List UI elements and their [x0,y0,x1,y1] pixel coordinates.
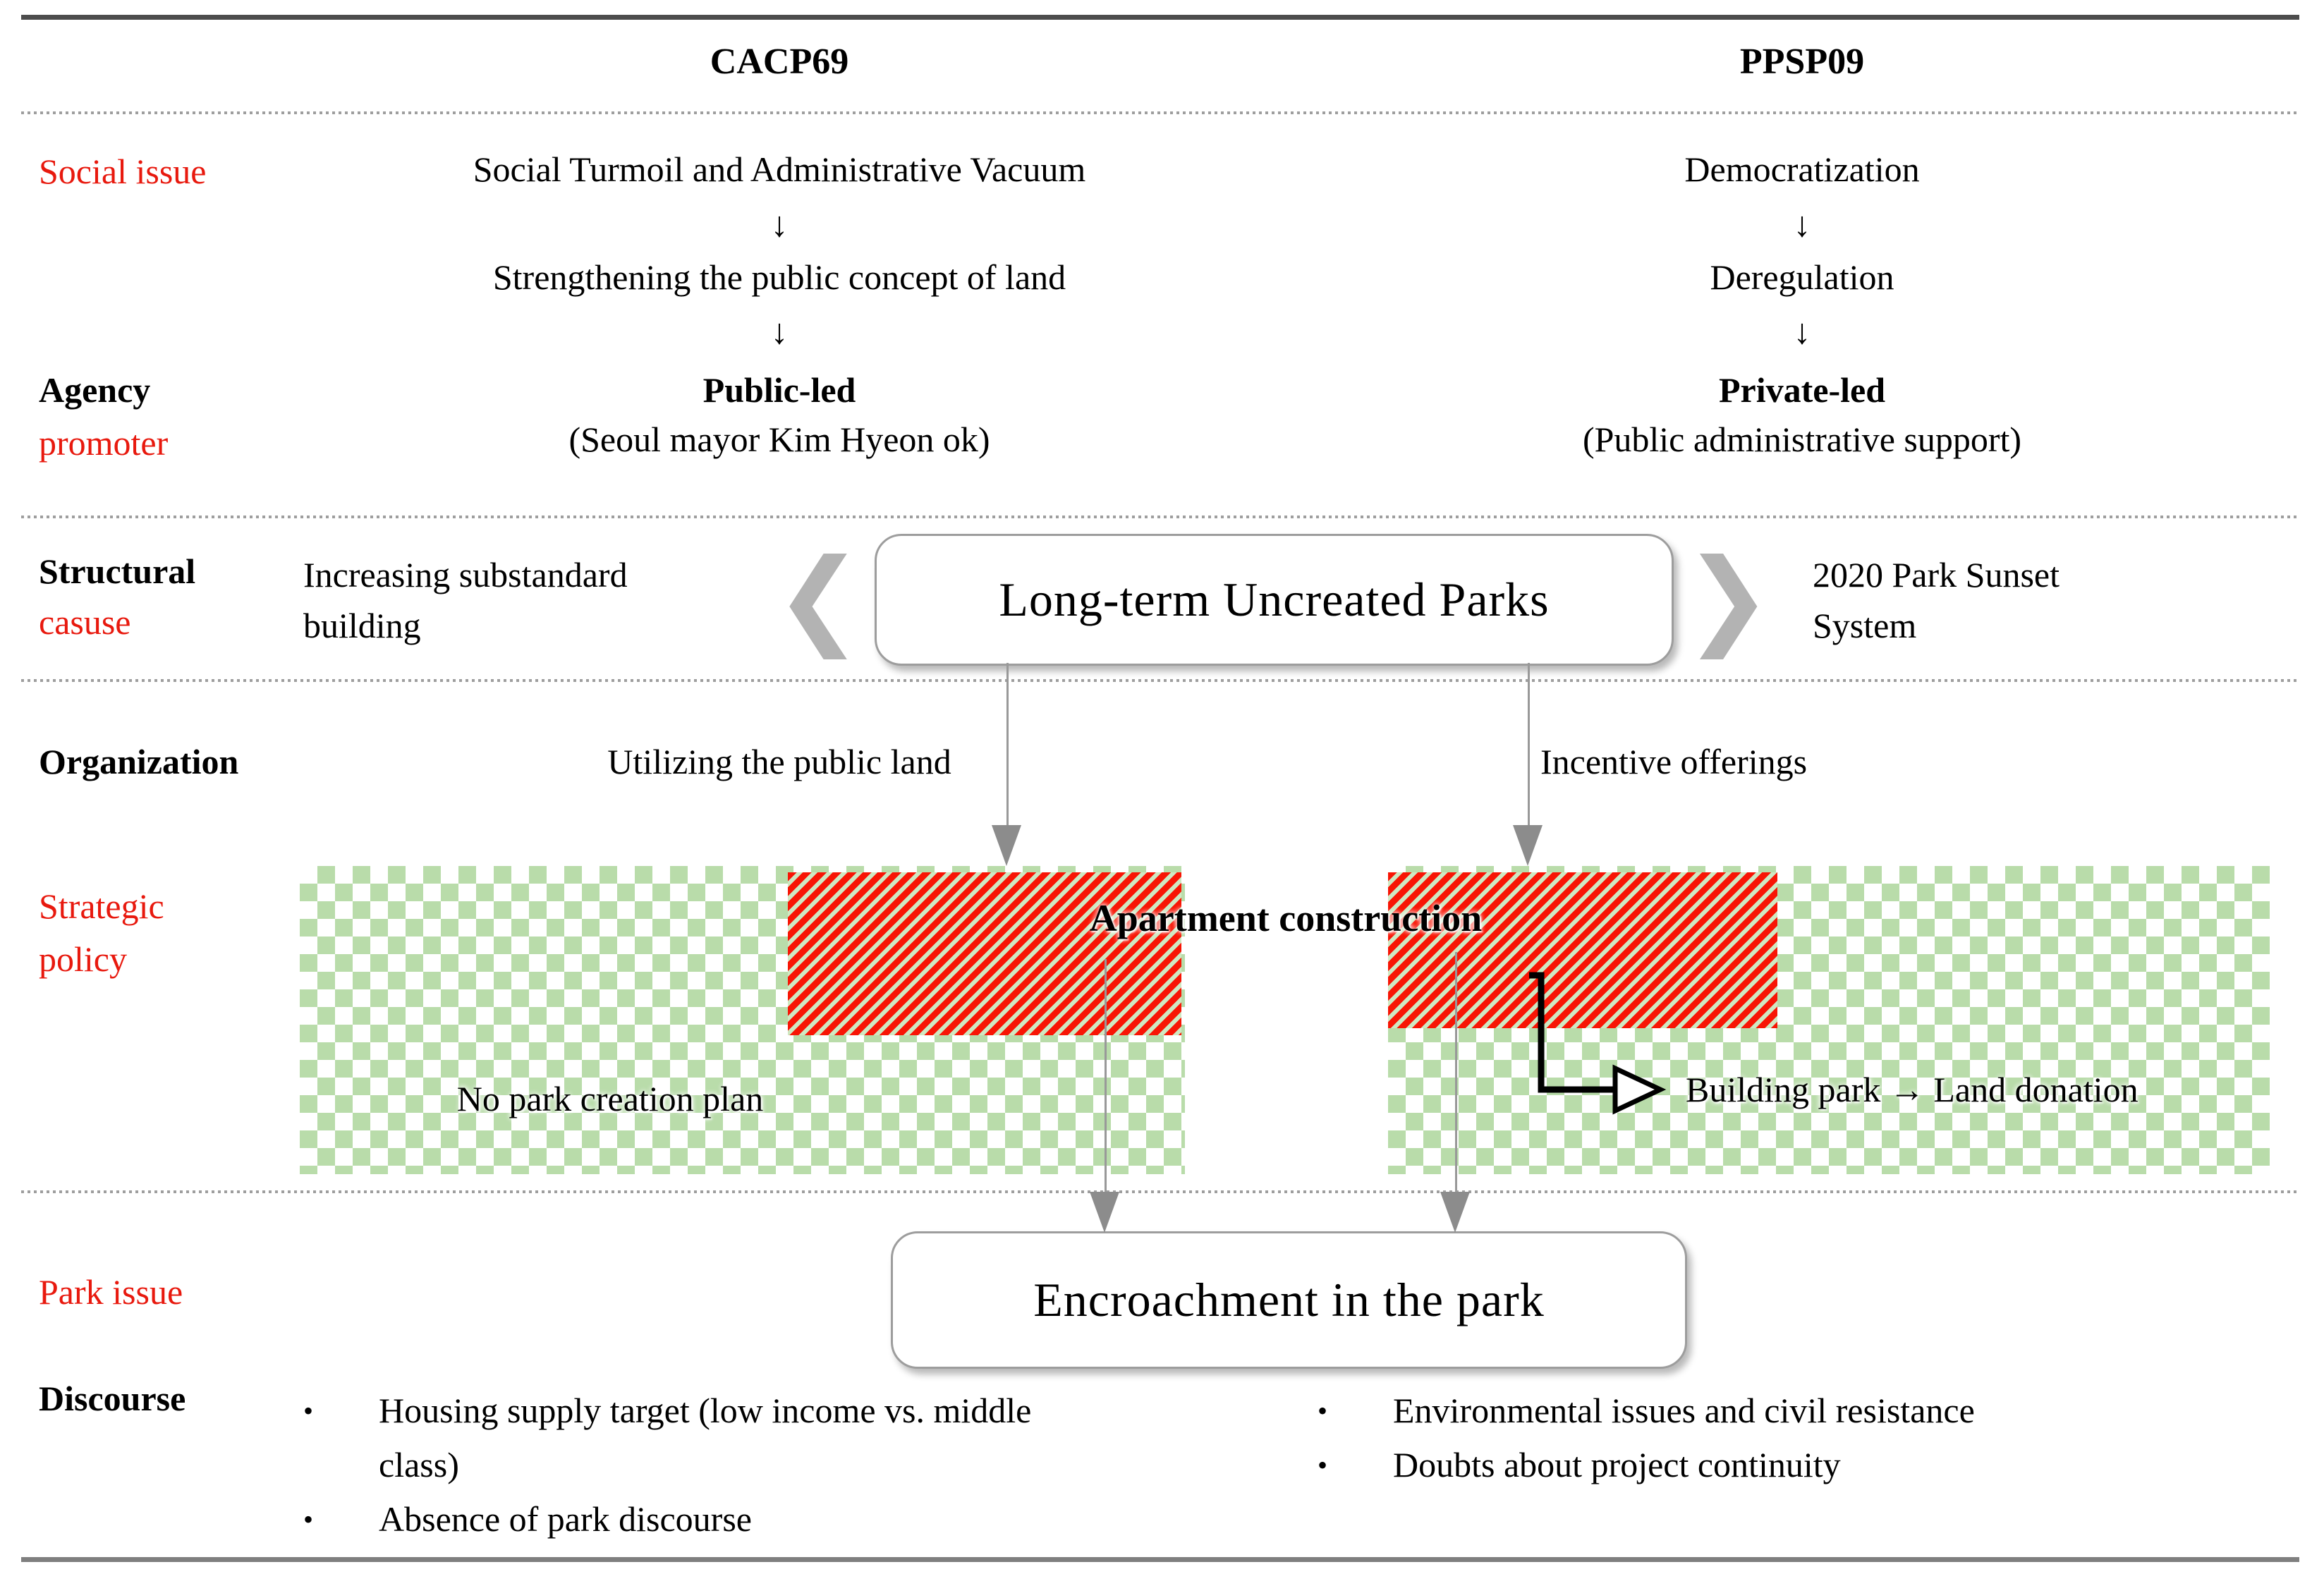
list-item: • Absence of park discourse [303,1492,1206,1547]
encroachment-box-text: Encroachment in the park [1033,1273,1545,1326]
arrowhead-down-icon [1090,1192,1119,1233]
agency-right-title: Private-led [1718,370,1885,410]
left-apartment-hatch-box [788,872,1181,1035]
down-arrow-icon: ↓ [1793,312,1811,351]
top-rule [21,15,2299,20]
arrowhead-down-icon [1513,825,1543,866]
separator-dotted-2 [21,516,2299,518]
agency-left-subtitle: (Seoul mayor Kim Hyeon ok) [568,420,990,459]
arrowhead-down-icon [992,825,1021,866]
row-label-structural: Structural [39,551,196,591]
bullet-icon: • [1318,1449,1328,1481]
building-park-elbow-arrow-icon [1529,972,1667,1115]
arrowhead-down-icon [1440,1192,1470,1233]
structural-left-note: Increasing substandard building [303,555,628,645]
row-label-organization: Organization [39,742,239,781]
arrow-line-left-lower [1105,959,1107,1192]
list-item: • Environmental issues and civil resista… [1318,1384,2305,1438]
social-left-step1: Social Turmoil and Administrative Vacuum [473,150,1086,189]
bullet-text: Environmental issues and civil resistanc… [1393,1391,1975,1430]
row-label-promoter: promoter [39,423,169,463]
discourse-right-list: • Environmental issues and civil resista… [1318,1384,2305,1492]
social-left-step2: Strengthening the public concept of land [492,257,1066,297]
separator-dotted-1 [21,111,2299,114]
row-label-casuse: casuse [39,602,131,642]
row-label-strategic: Strategic [39,886,164,926]
bottom-rule [21,1557,2299,1562]
arrow-line-left [1006,663,1009,825]
agency-right-subtitle: (Public administrative support) [1582,420,2022,459]
column-header-ppsp09: PPSP09 [1739,42,1865,82]
encroachment-box: Encroachment in the park [891,1231,1687,1369]
row-label-policy: policy [39,939,127,979]
chevron-right-icon: ❯ [1684,537,1772,659]
organization-right-label: Incentive offerings [1540,742,1808,781]
arrow-line-right [1528,663,1530,825]
bullet-text: Absence of park discourse [379,1499,752,1539]
bullet-text: Housing supply target (low income vs. mi… [379,1391,1032,1484]
no-park-creation-label: No park creation plan [456,1079,764,1118]
down-arrow-icon: ↓ [770,205,789,244]
row-label-social-issue: Social issue [39,152,207,191]
down-arrow-icon: ↓ [770,312,789,351]
central-box-text: Long-term Uncreated Parks [999,573,1550,626]
right-apartment-hatch-box [1388,872,1777,1028]
social-right-step1: Democratization [1684,150,1920,189]
bullet-text: Doubts about project continuity [1393,1445,1841,1484]
column-header-cacp69: CACP69 [710,42,849,82]
separator-dotted-3 [21,679,2299,682]
list-item: • Housing supply target (low income vs. … [303,1384,1206,1492]
list-item: • Doubts about project continuity [1318,1438,2305,1492]
bullet-icon: • [1318,1395,1328,1427]
row-label-discourse: Discourse [39,1379,186,1418]
discourse-left-list: • Housing supply target (low income vs. … [303,1384,1206,1547]
chevron-left-icon: ❮ [774,537,863,659]
central-box-long-term-uncreated-parks: Long-term Uncreated Parks [875,534,1674,666]
row-label-agency: Agency [39,370,151,410]
structural-right-note: 2020 Park Sunset System [1813,555,2060,645]
bullet-icon: • [303,1503,314,1535]
social-right-step2: Deregulation [1710,257,1894,297]
organization-left-label: Utilizing the public land [607,742,951,781]
down-arrow-icon: ↓ [1793,205,1811,244]
separator-dotted-4 [21,1190,2299,1193]
row-label-park-issue: Park issue [39,1272,183,1312]
building-park-label: Building park → Land donation [1686,1070,2139,1109]
bullet-icon: • [303,1395,314,1427]
arrow-line-right-lower [1455,952,1457,1192]
apartment-construction-label: Apartment construction [1089,897,1483,939]
agency-left-title: Public-led [702,370,856,410]
